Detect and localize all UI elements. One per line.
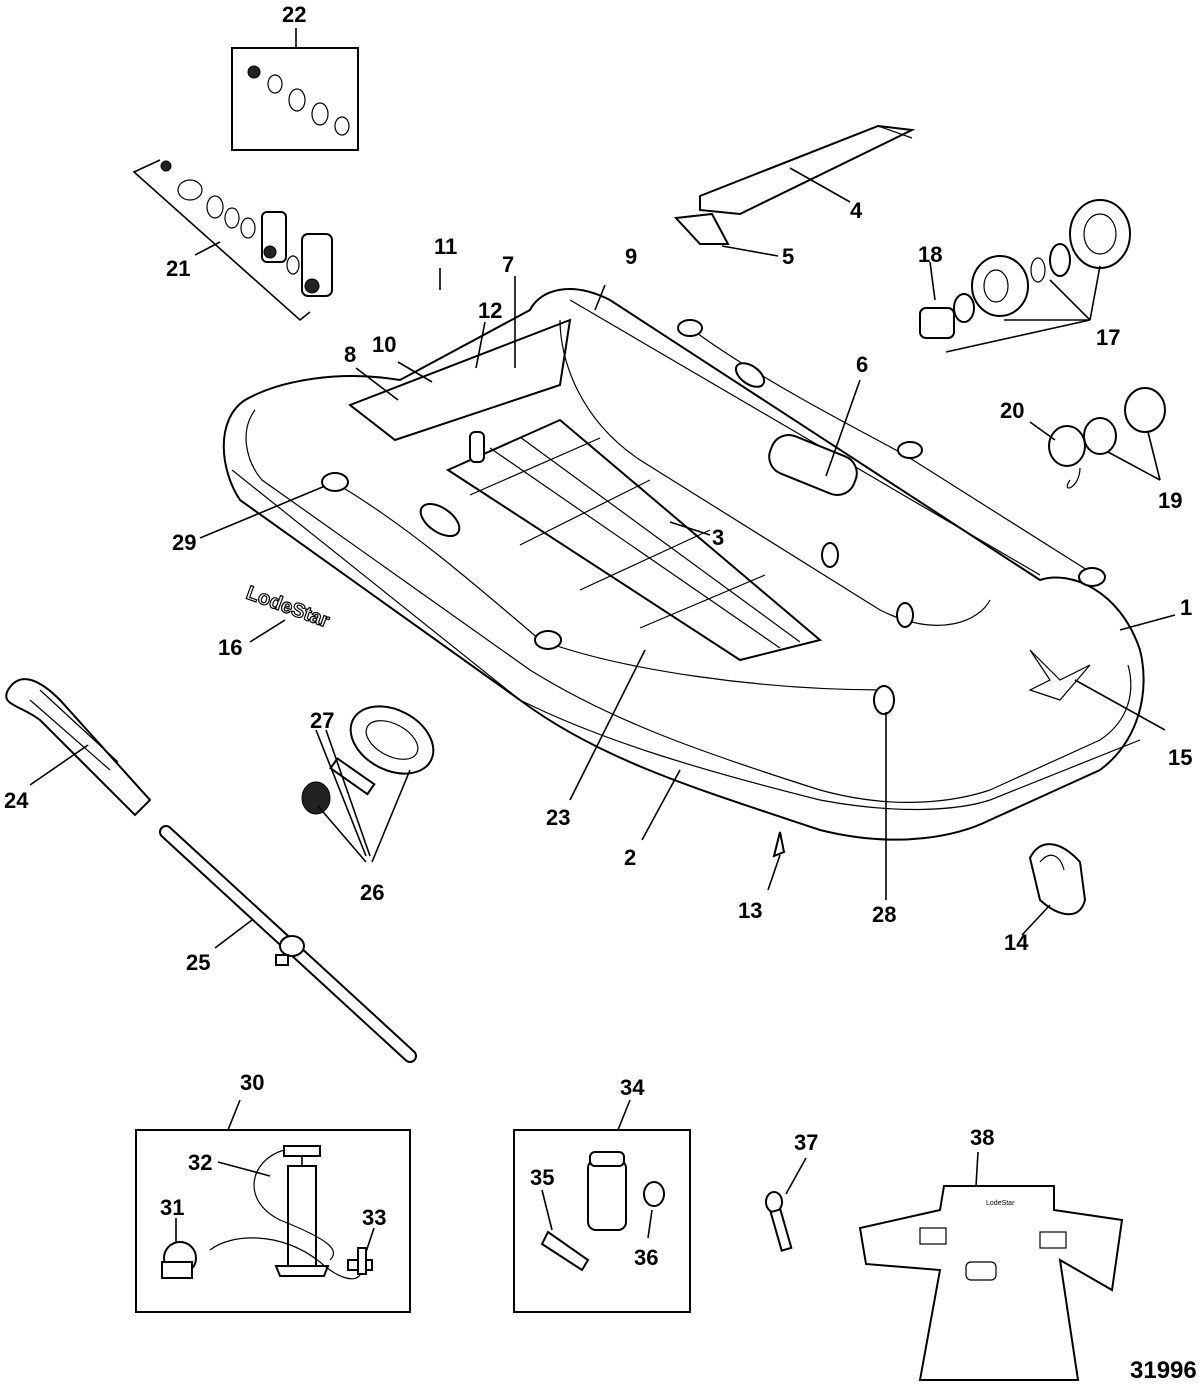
callout-19: 19 xyxy=(1158,488,1182,513)
part-30-pump-kit xyxy=(135,1099,411,1313)
callout-10: 10 xyxy=(372,332,396,357)
part-24-oar-blade xyxy=(5,678,152,817)
callout-37: 37 xyxy=(794,1130,818,1155)
callout-26: 26 xyxy=(360,880,384,905)
callout-1: 1 xyxy=(1180,595,1192,620)
figure-number: 31996 xyxy=(1130,1357,1197,1384)
callout-14: 14 xyxy=(1004,930,1029,955)
callout-7: 7 xyxy=(502,252,514,277)
part-14-d-ring-patch xyxy=(1021,843,1087,936)
callout-15: 15 xyxy=(1168,745,1192,770)
callout-8: 8 xyxy=(344,342,356,367)
callout-21: 21 xyxy=(166,256,190,281)
callout-33: 33 xyxy=(362,1205,386,1230)
callout-5: 5 xyxy=(782,244,794,269)
callout-3: 3 xyxy=(712,525,724,550)
part-38-cover: LodeStar xyxy=(858,1151,1124,1381)
part-25-oar-shaft xyxy=(159,825,417,1063)
callout-22: 22 xyxy=(282,2,306,27)
part-22-oring-kit xyxy=(231,28,359,151)
part-37-valve-key xyxy=(765,1157,807,1252)
callout-28: 28 xyxy=(872,902,896,927)
brand-logo-text: LodeStar xyxy=(243,582,332,632)
callout-2: 2 xyxy=(624,845,636,870)
callout-9: 9 xyxy=(625,244,637,269)
part-5-seat-bracket xyxy=(673,212,779,257)
callout-23: 23 xyxy=(546,805,570,830)
callout-12: 12 xyxy=(478,298,502,323)
callout-16: 16 xyxy=(218,635,242,660)
part-19-20-valve xyxy=(1029,387,1166,489)
boat-hull xyxy=(199,268,1176,900)
callout-27: 27 xyxy=(310,708,334,733)
callout-31: 31 xyxy=(160,1195,184,1220)
callout-20: 20 xyxy=(1000,398,1024,423)
callout-35: 35 xyxy=(530,1165,554,1190)
part-26-27-oarlock xyxy=(301,705,435,863)
callout-17: 17 xyxy=(1096,325,1120,350)
callout-11: 11 xyxy=(434,234,457,259)
callout-6: 6 xyxy=(856,352,868,377)
callout-18: 18 xyxy=(918,242,942,267)
cover-logo-text: LodeStar xyxy=(986,1200,1015,1207)
callout-36: 36 xyxy=(634,1245,658,1270)
callout-34: 34 xyxy=(620,1075,645,1100)
callout-32: 32 xyxy=(188,1150,212,1175)
part-16-brand-logo: LodeStar xyxy=(243,581,333,643)
callout-30: 30 xyxy=(240,1070,264,1095)
callout-labels: 1 2 3 4 5 6 7 8 9 10 11 12 13 14 15 16 1… xyxy=(4,2,1192,1270)
callout-38: 38 xyxy=(970,1125,994,1150)
callout-13: 13 xyxy=(738,898,762,923)
part-21-valve-assembly xyxy=(132,159,333,322)
callout-4: 4 xyxy=(850,198,863,223)
part-34-repair-kit xyxy=(513,1099,691,1313)
part-17-18-valves xyxy=(919,199,1131,353)
callout-29: 29 xyxy=(172,530,196,555)
callout-24: 24 xyxy=(4,788,29,813)
callout-25: 25 xyxy=(186,950,210,975)
part-4-seat xyxy=(699,124,916,216)
